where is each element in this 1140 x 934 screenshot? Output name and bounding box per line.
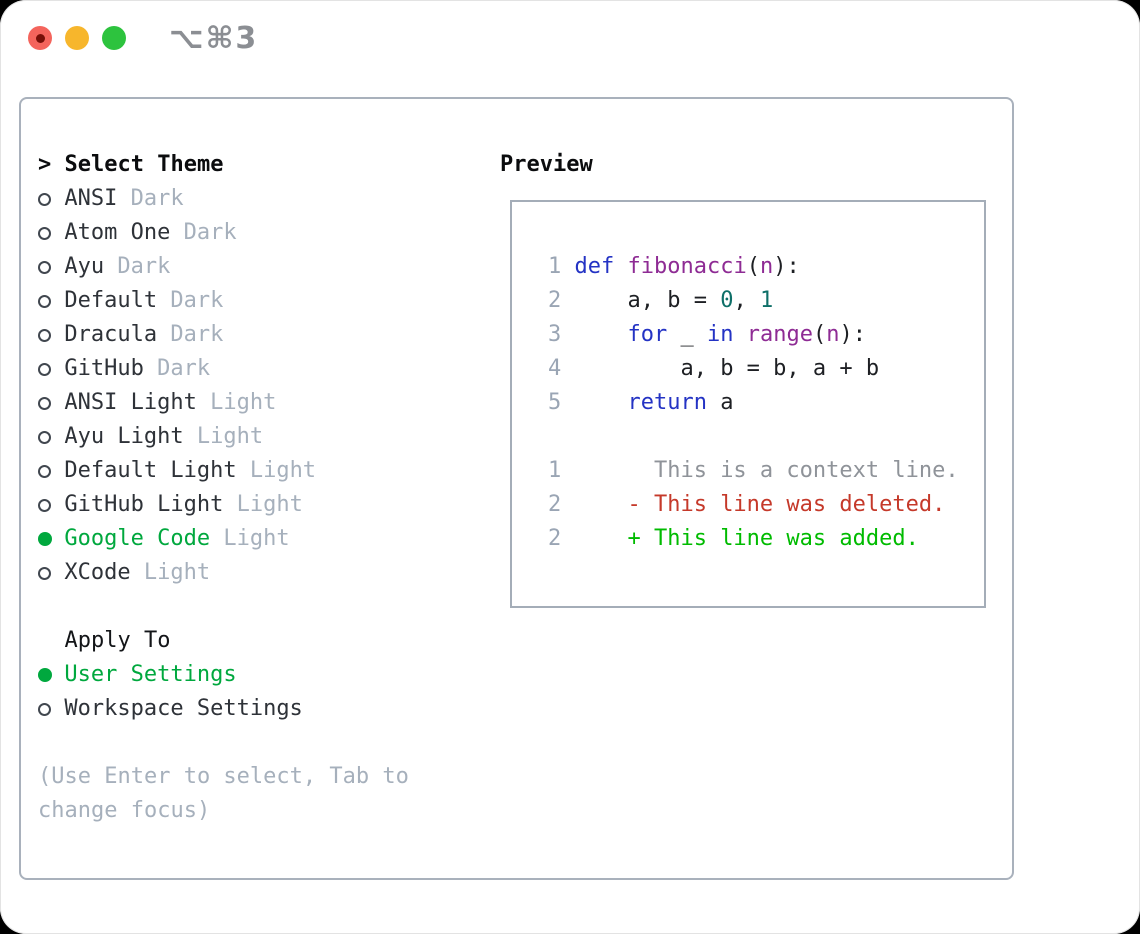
theme-variant: Dark [157, 356, 211, 381]
code-line [548, 216, 984, 250]
hint-text-line2: change focus) [38, 798, 211, 823]
code-line: 3 for _ in range(n): [548, 322, 866, 347]
radio-icon [38, 397, 51, 410]
apply-option-user-settings[interactable]: User Settings [38, 658, 409, 692]
theme-variant: Light [249, 458, 317, 483]
theme-name: Atom One [64, 220, 171, 245]
radio-icon [38, 261, 51, 274]
radio-selected-icon [38, 668, 52, 682]
apply-to-header: Apply To [38, 624, 409, 658]
radio-icon [38, 363, 51, 376]
theme-variant: Light [236, 492, 303, 517]
hint-text-line1: (Use Enter to select, Tab to [38, 764, 409, 789]
theme-option-dracula-dark[interactable]: Dracula Dark [38, 318, 409, 352]
window-titlebar: ⌥⌘3 [28, 21, 258, 56]
theme-variant: Dark [183, 220, 237, 245]
diff-added-line: 2 + This line was added. [548, 526, 919, 551]
code-line: 2 a, b = 0, 1 [548, 288, 774, 313]
theme-option-default-light[interactable]: Default Light Light [38, 454, 409, 488]
theme-name: ANSI [64, 186, 118, 211]
theme-option-ayu-dark[interactable]: Ayu Dark [38, 250, 409, 284]
radio-icon [38, 329, 51, 342]
theme-option-atom-one-dark[interactable]: Atom One Dark [38, 216, 409, 250]
preview-title: Preview [500, 152, 593, 177]
theme-list-header: > Select Theme [38, 148, 409, 182]
theme-option-xcode-light[interactable]: XCode Light [38, 556, 409, 590]
radio-icon [38, 431, 51, 444]
minimize-button[interactable] [65, 26, 89, 50]
theme-option-ansi-light[interactable]: ANSI Light Light [38, 386, 409, 420]
theme-name: GitHub Light [64, 492, 224, 517]
theme-variant: Light [143, 560, 211, 585]
theme-name: Ayu [64, 254, 105, 279]
theme-option-ayu-light[interactable]: Ayu Light Light [38, 420, 409, 454]
theme-list: > Select Theme ANSI Dark Atom One Dark A… [38, 114, 409, 828]
radio-icon [38, 193, 51, 206]
theme-name: Default Light [64, 458, 237, 483]
apply-option-label: Workspace Settings [64, 696, 303, 721]
theme-name: XCode [64, 560, 131, 585]
theme-variant: Dark [130, 186, 184, 211]
theme-variant: Light [223, 526, 290, 551]
radio-icon [38, 465, 51, 478]
radio-icon [38, 499, 51, 512]
code-line [548, 556, 984, 590]
radio-icon [38, 567, 51, 580]
theme-option-github-dark[interactable]: GitHub Dark [38, 352, 409, 386]
radio-selected-icon [38, 532, 52, 546]
apply-option-label: User Settings [64, 662, 237, 687]
theme-name: Dracula [64, 322, 158, 347]
theme-list-title: Select Theme [64, 152, 224, 177]
radio-icon [38, 703, 51, 716]
theme-picker-panel: > Select Theme ANSI Dark Atom One Dark A… [19, 97, 1014, 880]
theme-name: GitHub [64, 356, 144, 381]
theme-option-github-light[interactable]: GitHub Light Light [38, 488, 409, 522]
theme-name: Default [64, 288, 158, 313]
diff-context-line: 1 This is a context line. [548, 458, 959, 483]
code-line: 4 a, b = b, a + b [548, 356, 880, 381]
theme-variant: Dark [170, 322, 224, 347]
theme-variant: Dark [117, 254, 171, 279]
theme-name: Google Code [64, 526, 211, 551]
theme-name: ANSI Light [64, 390, 197, 415]
radio-icon [38, 227, 51, 240]
theme-variant: Dark [170, 288, 224, 313]
theme-name: Ayu Light [64, 424, 184, 449]
apply-to-title: Apply To [64, 628, 171, 653]
theme-option-default-dark[interactable]: Default Dark [38, 284, 409, 318]
cursor-prefix: > [38, 152, 65, 177]
theme-option-google-code-light[interactable]: Google Code Light [38, 522, 409, 556]
code-line: 5 return a [548, 390, 734, 415]
preview-pane: 1 def fibonacci(n): 2 a, b = 0, 1 3 for … [510, 200, 986, 608]
theme-variant: Light [196, 424, 264, 449]
close-button[interactable] [28, 26, 52, 50]
radio-icon [38, 295, 51, 308]
apply-option-workspace-settings[interactable]: Workspace Settings [38, 692, 409, 726]
diff-deleted-line: 2 - This line was deleted. [548, 492, 946, 517]
window-title: ⌥⌘3 [169, 20, 259, 56]
theme-variant: Light [210, 390, 277, 415]
theme-option-ansi-dark[interactable]: ANSI Dark [38, 182, 409, 216]
code-line [548, 420, 984, 454]
zoom-button[interactable] [102, 26, 126, 50]
code-line: 1 def fibonacci(n): [548, 254, 800, 279]
